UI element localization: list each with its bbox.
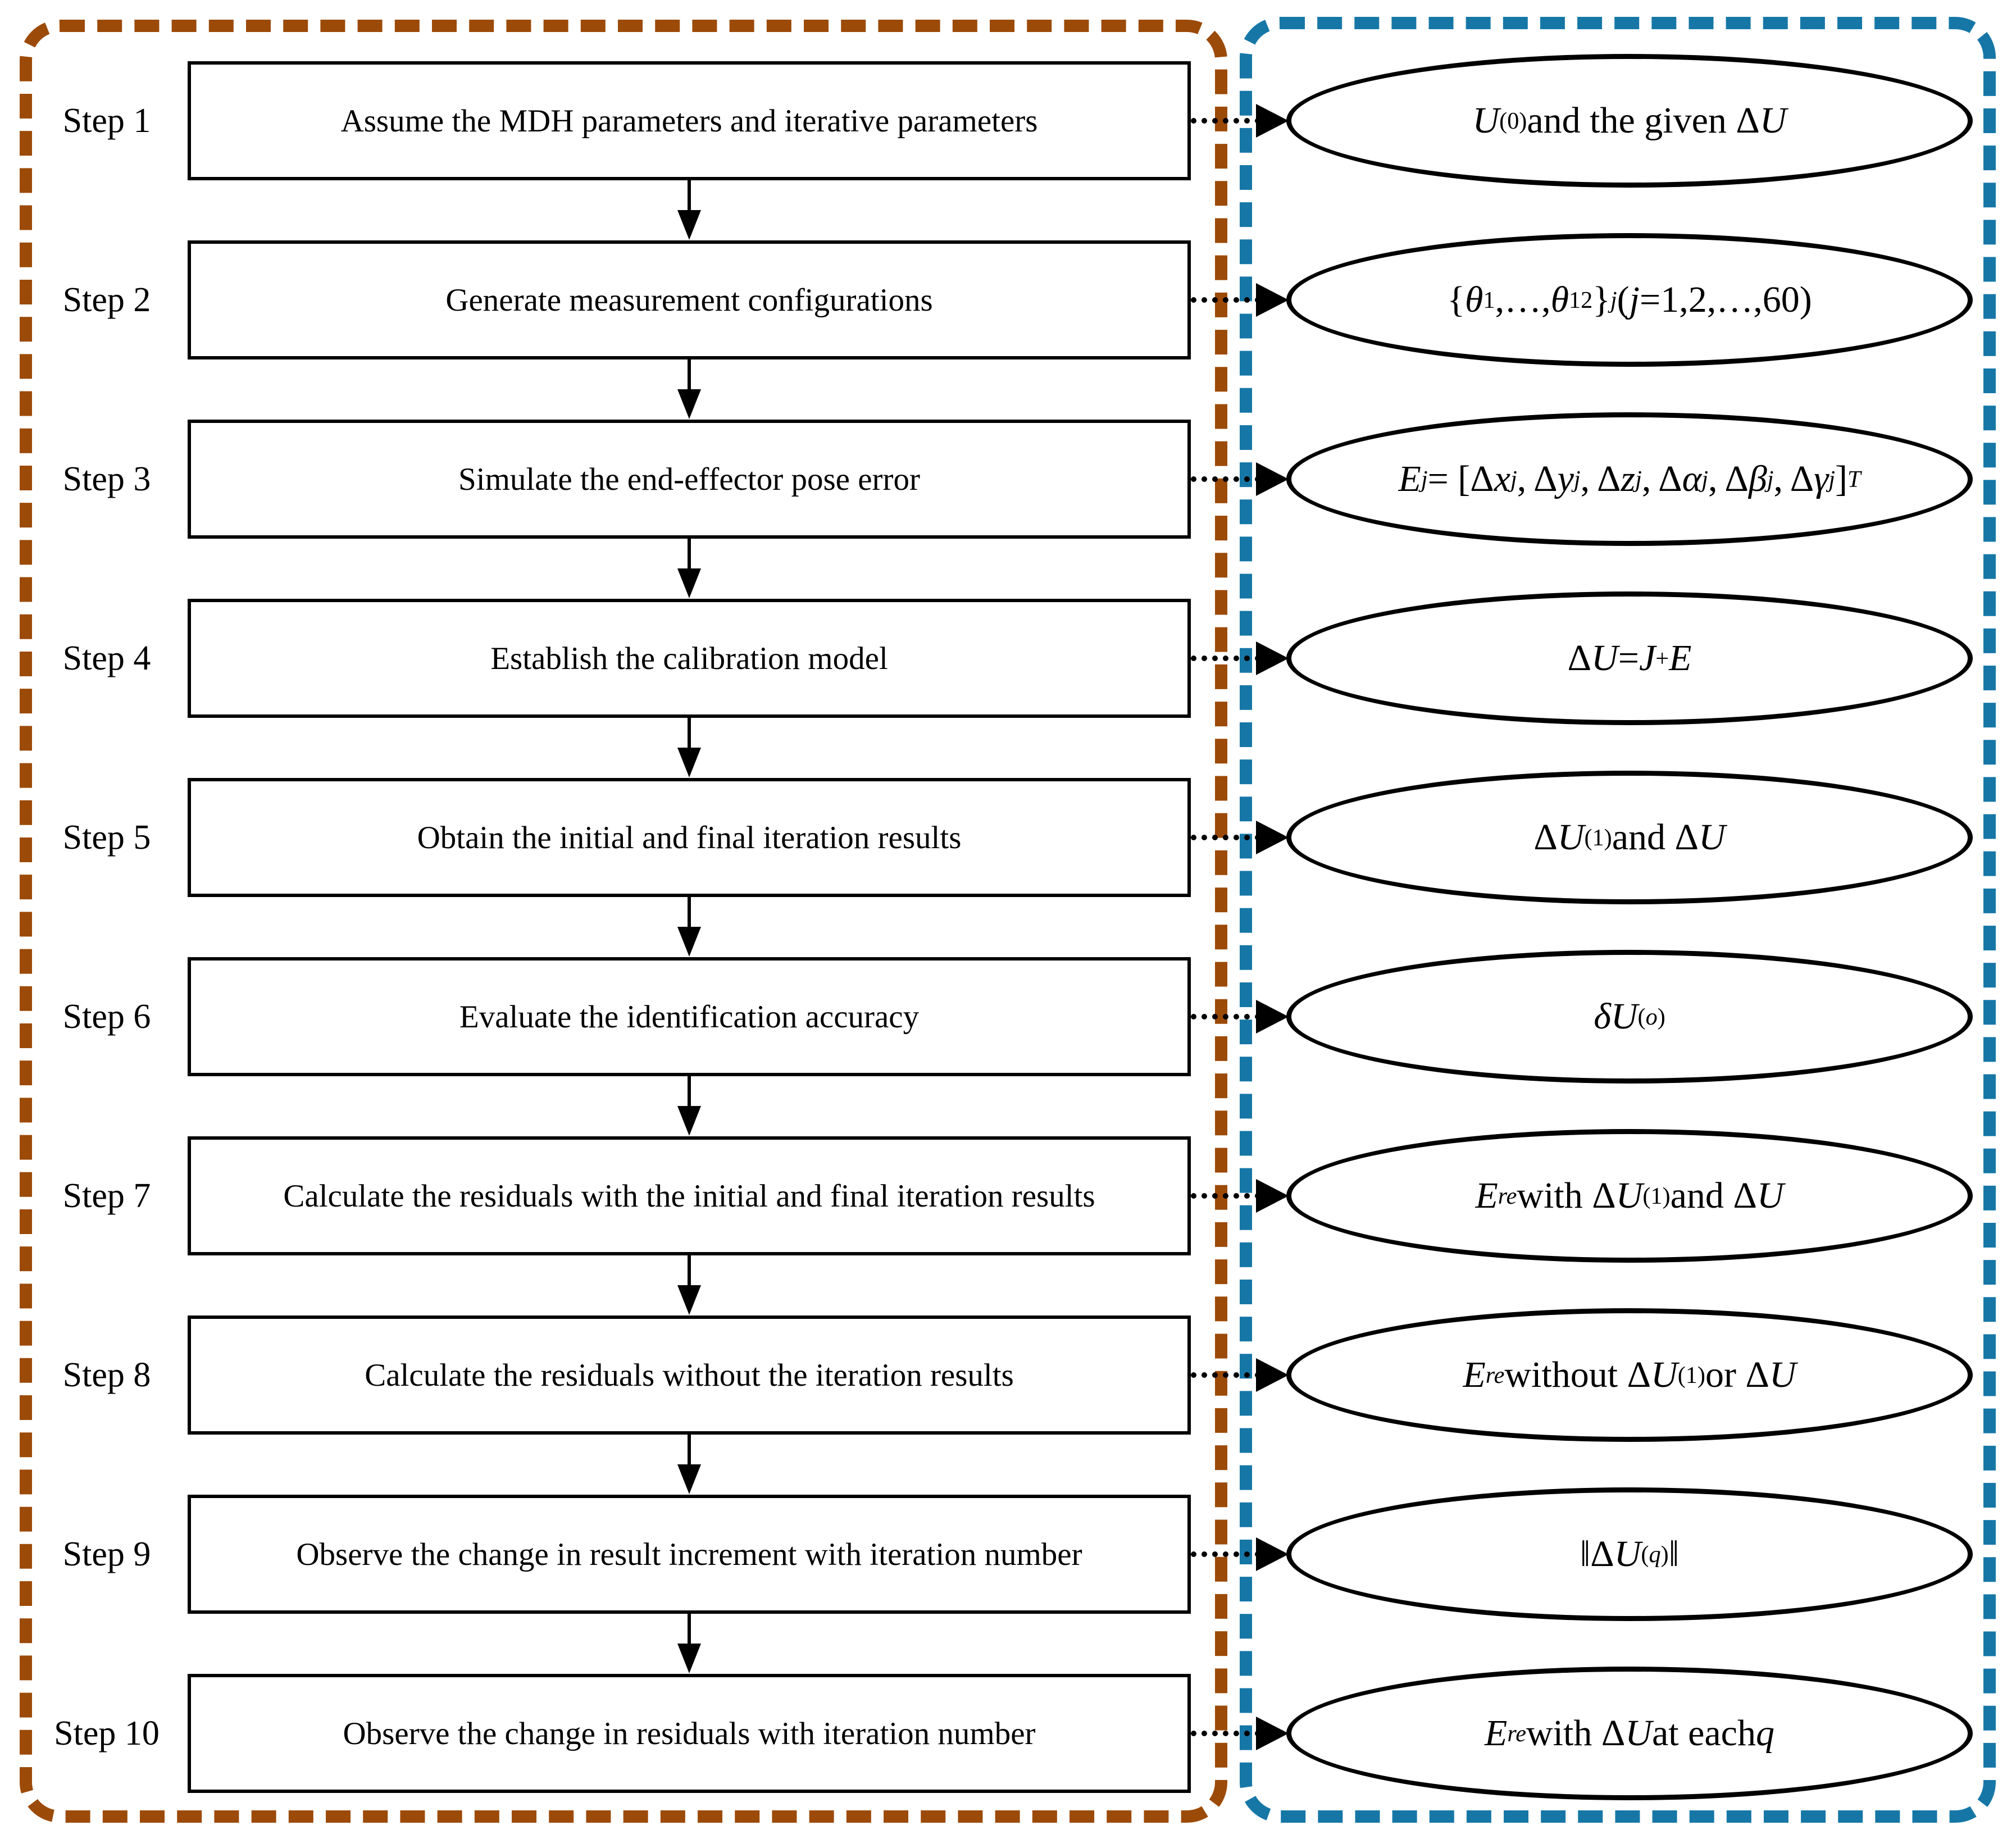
step-label: Step 9 <box>62 1535 151 1573</box>
flow-line <box>688 1255 691 1288</box>
dotted-connector-line <box>1191 297 1260 303</box>
step-box: Calculate the residuals with the initial… <box>188 1136 1191 1255</box>
dotted-connector-line <box>1191 1731 1260 1736</box>
flow-line <box>688 1614 691 1646</box>
step-box: Evaluate the identification accuracy <box>188 957 1191 1076</box>
dotted-connector-line <box>1191 835 1260 840</box>
step-label: Step 3 <box>62 460 151 498</box>
arrow-right-icon <box>1256 1537 1289 1571</box>
dotted-connector-line <box>1191 476 1260 482</box>
flow-line <box>688 718 691 750</box>
arrow-right-icon <box>1256 641 1289 675</box>
step-box: Establish the calibration model <box>188 599 1191 718</box>
arrow-right-icon <box>1256 283 1289 317</box>
flow-line <box>688 897 691 930</box>
step-box: Generate measurement configurations <box>188 240 1191 359</box>
arrow-down-icon <box>677 1285 701 1315</box>
step-box: Assume the MDH parameters and iterative … <box>188 61 1191 180</box>
step-label: Step 6 <box>62 998 151 1036</box>
flow-line <box>688 359 691 392</box>
flow-line <box>688 1435 691 1467</box>
arrow-right-icon <box>1256 1358 1289 1392</box>
step-label: Step 1 <box>62 102 151 140</box>
step-label: Step 8 <box>62 1356 151 1394</box>
step-box: Calculate the residuals without the iter… <box>188 1316 1191 1435</box>
arrow-down-icon <box>677 1644 701 1673</box>
arrow-down-icon <box>677 748 701 777</box>
step-label: Step 5 <box>62 818 151 857</box>
dotted-connector-line <box>1191 1193 1260 1199</box>
step-box: Simulate the end-effector pose error <box>188 420 1191 539</box>
arrow-right-icon <box>1256 1717 1289 1750</box>
dotted-connector-line <box>1191 118 1260 124</box>
step-label: Step 4 <box>62 639 151 677</box>
flow-line <box>688 180 691 213</box>
step-label: Step 7 <box>62 1177 151 1215</box>
arrow-down-icon <box>677 927 701 957</box>
step-box: Obtain the initial and final iteration r… <box>188 778 1191 897</box>
dotted-connector-line <box>1191 1372 1260 1378</box>
step-box: Observe the change in residuals with ite… <box>188 1674 1191 1793</box>
dotted-connector-line <box>1191 656 1260 661</box>
arrow-right-icon <box>1256 1179 1289 1213</box>
flow-line <box>688 539 691 571</box>
arrow-down-icon <box>677 568 701 598</box>
arrow-right-icon <box>1256 104 1289 138</box>
arrow-right-icon <box>1256 1000 1289 1034</box>
arrow-right-icon <box>1256 462 1289 496</box>
step-box: Observe the change in result increment w… <box>188 1495 1191 1614</box>
arrow-down-icon <box>677 210 701 240</box>
formula-ellipse: δU(o) <box>1286 950 1973 1084</box>
step-label: Step 10 <box>54 1714 160 1753</box>
arrow-down-icon <box>677 389 701 419</box>
arrow-down-icon <box>677 1464 701 1494</box>
step-label: Step 2 <box>62 281 151 319</box>
dotted-connector-line <box>1191 1551 1260 1557</box>
flow-line <box>688 1076 691 1109</box>
arrow-down-icon <box>677 1106 701 1136</box>
dotted-connector-line <box>1191 1014 1260 1019</box>
steps-panel-border <box>20 20 1227 1823</box>
arrow-right-icon <box>1256 821 1289 854</box>
formulas-panel-border <box>1240 17 1996 1823</box>
